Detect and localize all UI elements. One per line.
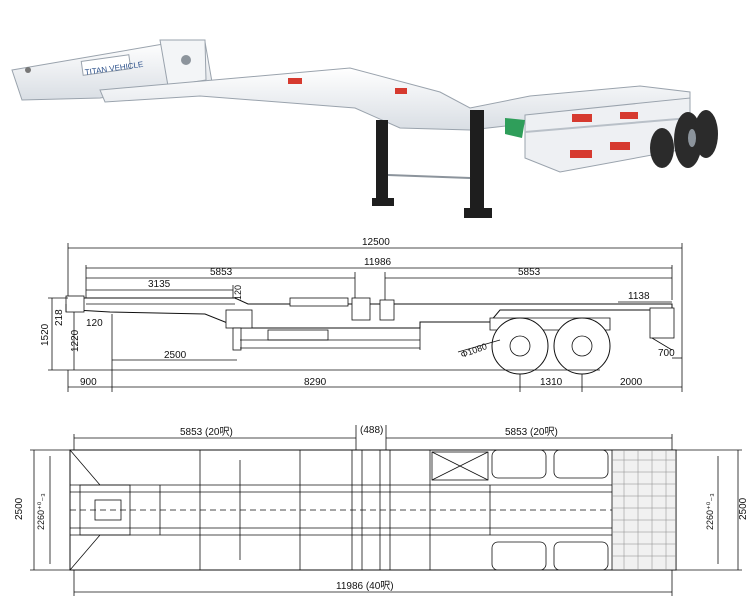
top-view [30, 425, 742, 596]
landing-gear [232, 327, 242, 351]
dim-width-overall-right: 2500 [738, 497, 749, 520]
kingpin-plate [94, 499, 122, 521]
side-wheel [553, 317, 611, 375]
kingpin-block [225, 309, 253, 329]
wheel [694, 110, 718, 158]
toolbox-cross [431, 451, 489, 481]
twistlock-pair [351, 449, 363, 571]
dim-front-container: 5853 [210, 267, 233, 278]
rear-deck-hatch [612, 450, 676, 570]
landing-leg [470, 110, 484, 210]
dim-width-overall-left: 2500 [14, 497, 25, 520]
twistlock-mid [351, 297, 371, 321]
side-view-labels: 12500 11986 5853 5853 3135 120 1138 1520… [40, 237, 675, 388]
rear-bar [524, 117, 691, 133]
toolbox [431, 451, 489, 481]
top-wheel [553, 449, 609, 479]
twistlock-mid [379, 299, 395, 321]
side-wheel [491, 317, 549, 375]
frame-line [651, 337, 673, 351]
rear-frame [524, 97, 691, 173]
reflector [610, 142, 630, 150]
top-wheel [553, 541, 609, 571]
reflector [620, 112, 638, 119]
twistlock-block [289, 297, 349, 307]
twistlock-pair [379, 449, 391, 571]
dim-rear-end: 700 [658, 348, 675, 359]
side-view [48, 243, 683, 392]
dim-axle-spacing: 1310 [540, 377, 563, 388]
dim-wheel-diameter: Φ1080 [459, 341, 488, 360]
dim-gooseneck-drop: 120 [233, 285, 243, 300]
reflector [288, 78, 302, 84]
wheel [650, 128, 674, 168]
side-wheel-hub [571, 335, 593, 357]
dim-gooseneck-length: 3135 [148, 279, 171, 290]
dim-kingpin-height: 120 [86, 318, 103, 329]
front-hole [181, 55, 191, 65]
top-wheel [491, 449, 547, 479]
dim-rear-to-end: 2000 [620, 377, 643, 388]
dim-kingpin-offset: 900 [80, 377, 97, 388]
dim-total-height: 1520 [40, 323, 51, 346]
dim-width-inner-right: 2260⁺⁰₋₃ [705, 493, 715, 530]
reflector [395, 88, 407, 94]
dim-front-height: 218 [54, 309, 65, 326]
top-view-labels: 5853 (20呎) (488) 5853 (20呎) 2500 2260⁺⁰₋… [14, 425, 749, 592]
dim-container-length: 11986 [364, 257, 392, 268]
top-wheel [491, 541, 547, 571]
reflector [572, 114, 592, 122]
leader-line [457, 339, 501, 353]
brand-plate [80, 54, 132, 76]
dim-top-gap: (488) [360, 425, 383, 436]
dim-overall-length: 12500 [362, 237, 390, 248]
landing-leg-foot [372, 198, 394, 206]
dim-rear-beam: 1138 [628, 291, 650, 302]
green-flag [505, 118, 525, 138]
dim-landing-leg: 2500 [164, 350, 187, 361]
dim-width-inner-left: 2260⁺⁰₋₃ [36, 493, 46, 530]
reflector [570, 150, 592, 158]
gooseneck-top [69, 449, 131, 571]
dim-kingpin-to-axle: 8290 [304, 377, 327, 388]
rear-deck-plate [611, 449, 677, 571]
wheel-hub [688, 129, 696, 147]
twist-lock-icon [25, 67, 31, 73]
leg-crossbar [387, 174, 471, 179]
mid-block [267, 329, 329, 341]
gooseneck-block [65, 295, 85, 313]
trailer-photo: TITAN VEHICLE [11, 39, 718, 218]
landing-leg-foot [464, 208, 492, 218]
landing-leg [376, 120, 388, 198]
dim-deck-height: 1220 [70, 329, 81, 352]
side-wheel-hub [509, 335, 531, 357]
dim-top-container-length: 11986 (40呎) [336, 581, 394, 592]
rear-bumper [649, 307, 675, 339]
dim-top-rear-container: 5853 (20呎) [505, 427, 558, 438]
dim-rear-container: 5853 [518, 267, 541, 278]
dim-top-front-container: 5853 (20呎) [180, 427, 233, 438]
